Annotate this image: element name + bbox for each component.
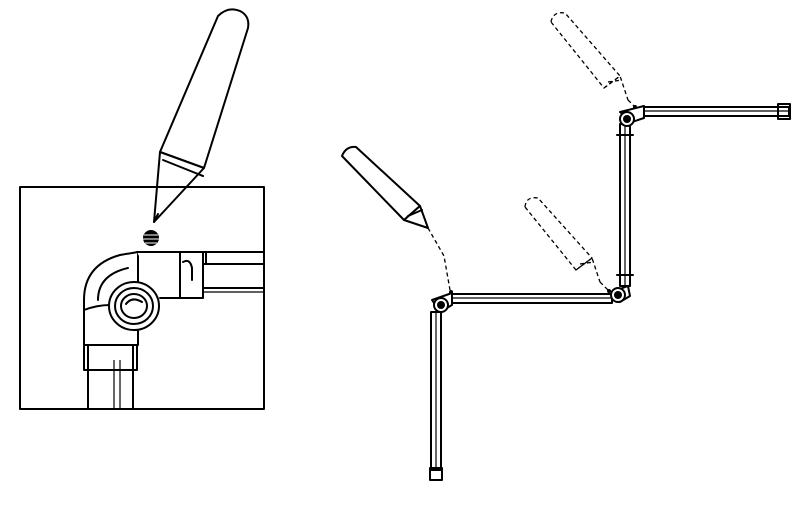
- detail-inset: [19, 8, 265, 410]
- pipe-middle-horizontal: [451, 293, 613, 304]
- joint-lower: [431, 292, 453, 313]
- ghost-pencil-icon: [550, 12, 637, 109]
- assembly-layout: [341, 12, 791, 481]
- pipe-lower-vertical: [429, 311, 443, 481]
- pipe-upper-vertical: [616, 123, 634, 287]
- horizontal-connector-detail: [136, 251, 265, 299]
- mark-dot-icon: [143, 230, 159, 246]
- pencil-icon: [341, 145, 453, 294]
- detail-frame: [19, 186, 265, 410]
- ghost-pencil-icon: [524, 197, 611, 293]
- pipe-elbow-icon: [83, 251, 160, 346]
- joint-top: [619, 105, 645, 127]
- pipe-top-horizontal: [643, 103, 791, 120]
- pencil-icon: [153, 8, 250, 223]
- joint-middle: [610, 285, 631, 303]
